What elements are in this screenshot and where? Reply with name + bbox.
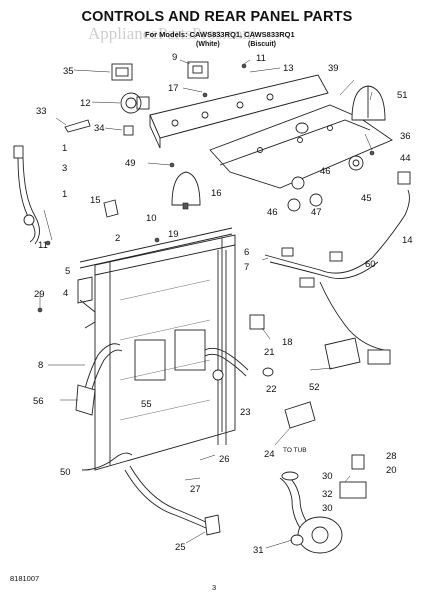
callout-1-a: 1 xyxy=(62,143,67,154)
bracket-33 xyxy=(64,119,91,133)
callout-21: 21 xyxy=(264,347,275,358)
drain-hose-25 xyxy=(124,465,221,536)
callout-24: 24 xyxy=(264,449,275,460)
callout-31: 31 xyxy=(253,545,264,556)
callout-52: 52 xyxy=(309,382,320,393)
page-title: CONTROLS AND REAR PANEL PARTS xyxy=(81,9,353,25)
callout-28: 28 xyxy=(386,451,397,462)
bracket-52 xyxy=(324,337,391,370)
variant-white: (White) xyxy=(196,41,220,48)
callout-56: 56 xyxy=(33,396,44,407)
callout-32: 32 xyxy=(322,489,333,500)
doc-number: 8181007 xyxy=(10,574,40,583)
bracket-5 xyxy=(77,276,93,304)
callout-19: 19 xyxy=(168,229,179,240)
model-line: For Models: CAWS833RQ1, CAWS833RQ1 xyxy=(145,30,295,39)
knob-16 xyxy=(171,171,201,210)
callout-44: 44 xyxy=(400,153,411,164)
callout-36: 36 xyxy=(400,131,411,142)
callout-4: 4 xyxy=(63,288,68,299)
timer-12 xyxy=(120,92,150,114)
callout-1-b: 1 xyxy=(62,189,67,200)
callout-11-b: 11 xyxy=(38,240,48,251)
callout-39: 39 xyxy=(328,63,339,74)
callout-22: 22 xyxy=(266,384,277,395)
rear-panel xyxy=(94,234,236,471)
callout-2: 2 xyxy=(115,233,120,244)
callout-8: 8 xyxy=(38,360,43,371)
callout-13: 13 xyxy=(283,63,294,74)
callout-55: 55 xyxy=(141,399,152,410)
callout-35: 35 xyxy=(63,66,74,77)
callout-47: 47 xyxy=(311,207,322,218)
callout-30-b: 30 xyxy=(322,503,333,514)
callout-9: 9 xyxy=(172,52,177,63)
callout-18: 18 xyxy=(282,337,293,348)
drain-hose-left xyxy=(75,343,123,416)
callout-14: 14 xyxy=(402,235,413,246)
callout-25: 25 xyxy=(175,542,186,553)
leader-lines xyxy=(39,59,373,549)
wire-harness xyxy=(264,171,411,351)
watermark: AppliancePartsPros.com xyxy=(88,24,256,43)
callout-23: 23 xyxy=(240,407,251,418)
tub-label: TO TUB xyxy=(283,447,307,454)
rear-console xyxy=(209,104,393,189)
callout-34: 34 xyxy=(94,123,105,134)
callout-30-a: 30 xyxy=(322,471,333,482)
pressure-switch-24 xyxy=(284,401,316,429)
clip-34 xyxy=(123,125,134,136)
callout-29: 29 xyxy=(34,289,45,300)
callout-10: 10 xyxy=(146,213,157,224)
callout-17: 17 xyxy=(168,83,179,94)
callout-51: 51 xyxy=(397,90,408,101)
variant-biscuit: (Biscuit) xyxy=(248,41,276,48)
callout-49: 49 xyxy=(125,158,136,169)
control-panel xyxy=(149,74,329,149)
callout-11: 11 xyxy=(256,53,266,64)
switches-44-46 xyxy=(287,155,364,212)
callout-26: 26 xyxy=(219,454,230,465)
callout-12: 12 xyxy=(80,98,91,109)
callout-6: 6 xyxy=(244,247,249,258)
timer-switch-35 xyxy=(111,63,133,81)
clip-15 xyxy=(103,199,119,218)
callout-20: 20 xyxy=(386,465,397,476)
power-cord-50 xyxy=(81,452,133,471)
callout-45: 45 xyxy=(361,193,372,204)
callout-15: 15 xyxy=(90,195,101,206)
inlet-hose-left xyxy=(13,145,40,245)
knob-51 xyxy=(351,85,386,121)
callout-27: 27 xyxy=(190,484,201,495)
frame-rods xyxy=(79,227,233,445)
callout-60: 60 xyxy=(365,259,376,270)
callout-46-a: 46 xyxy=(320,166,331,177)
clip-4 xyxy=(79,299,96,329)
callout-50: 50 xyxy=(60,467,71,478)
callout-46-b: 46 xyxy=(267,207,278,218)
valve-assembly xyxy=(204,314,274,381)
callout-16: 16 xyxy=(211,188,222,199)
callout-3: 3 xyxy=(62,163,67,174)
page-number: 3 xyxy=(212,583,217,592)
callout-7: 7 xyxy=(244,262,249,273)
callout-5: 5 xyxy=(65,266,70,277)
selector-switch-9 xyxy=(187,61,209,79)
callout-labels: 35 9 11 13 39 51 33 12 17 34 36 1 44 3 4… xyxy=(33,52,413,556)
pump-assembly xyxy=(279,454,367,554)
callout-33: 33 xyxy=(36,106,47,117)
